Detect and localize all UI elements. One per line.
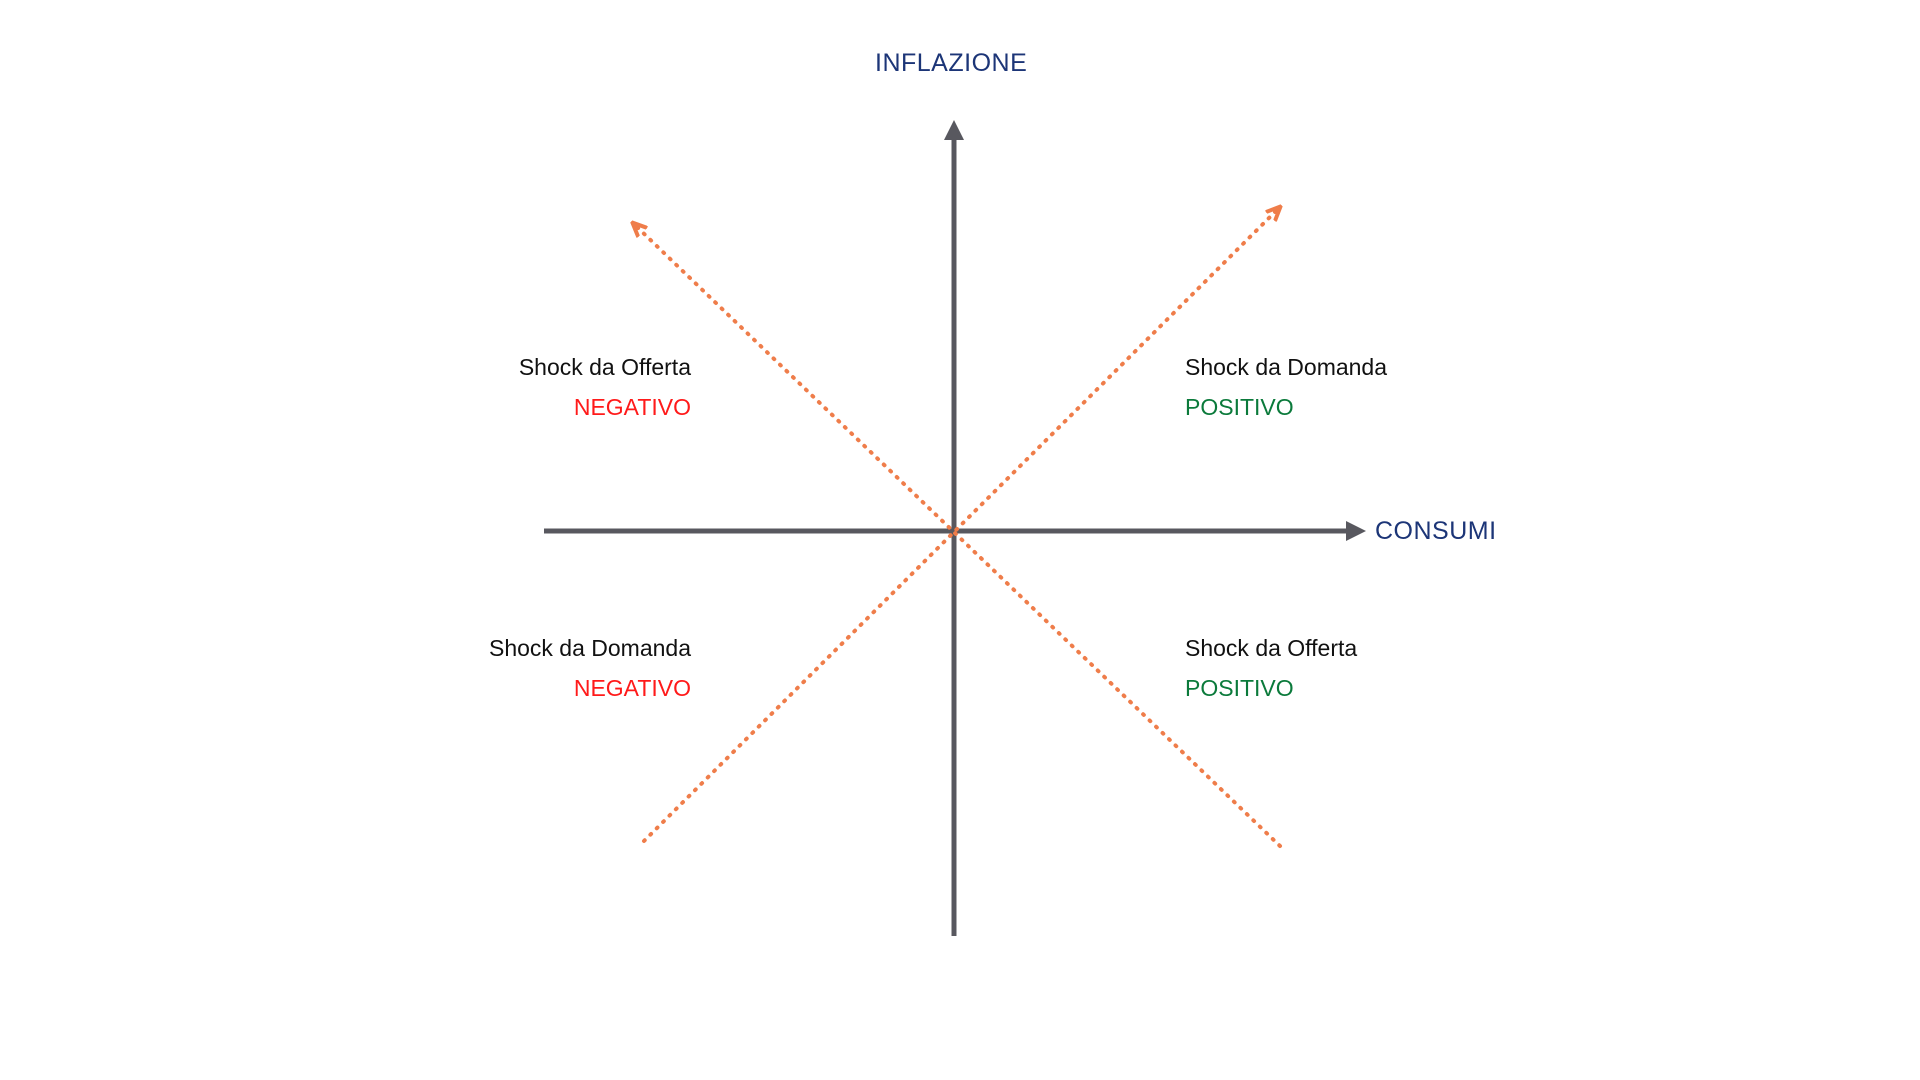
quadrant-sign: POSITIVO (1185, 394, 1294, 420)
quadrant-title: Shock da Domanda (1185, 354, 1388, 380)
y-axis-label: INFLAZIONE (875, 49, 1028, 77)
x-axis-label: CONSUMI (1375, 517, 1497, 545)
demand-shock-line (642, 211, 1276, 843)
quadrant-title: Shock da Offerta (518, 354, 691, 380)
quadrant-sign: NEGATIVO (573, 675, 691, 701)
quadrant-sign: POSITIVO (1185, 675, 1294, 701)
quadrant-title: Shock da Domanda (488, 635, 691, 661)
quadrant-sign: NEGATIVO (573, 394, 691, 420)
quadrant-title: Shock da Offerta (1185, 635, 1358, 661)
